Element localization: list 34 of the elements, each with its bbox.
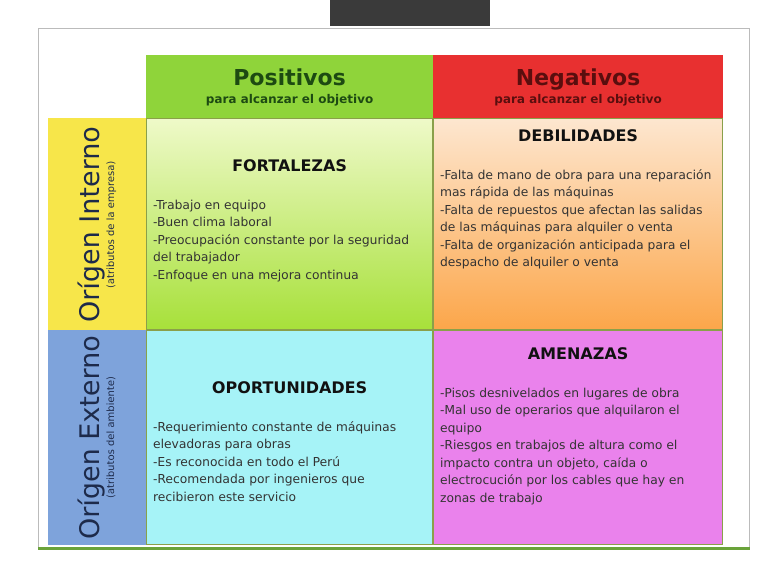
header-subtitle: (atributos de la empresa)	[106, 160, 118, 288]
quadrant-heading: AMENAZAS	[526, 345, 630, 362]
quadrant-panel	[146, 118, 433, 330]
list-item: -Recomendada por ingenieros que recibieron este servicio	[153, 471, 366, 506]
header-subtitle: para alcanzar el objetivo	[494, 92, 662, 107]
quadrant-heading: DEBILIDADES	[517, 127, 639, 144]
list-item: -Buen clima laboral	[153, 214, 273, 231]
list-item: -Requerimiento constante de máquinas elevadoras para obras	[153, 418, 398, 453]
header-subtitle: (atributos del ambiente)	[106, 376, 118, 498]
quadrant-panel	[146, 330, 433, 545]
header-title: Negativos	[516, 66, 640, 92]
column-header	[146, 55, 433, 118]
list-item: -Enfoque en una mejora continua	[153, 266, 360, 284]
quadrant-panel	[433, 330, 723, 545]
list-item: -Mal uso de operarios que alquilaron el equipo	[440, 402, 681, 436]
list-item: -Falta de repuestos que afectan las salidas de las máquinas para alquiler o venta	[440, 202, 704, 236]
list-item: -Preocupación constante por la seguridad del trabajador	[153, 232, 410, 266]
row-header	[48, 330, 146, 545]
list-item: -Falta de organización anticipada para el despacho de alquiler o venta	[440, 236, 692, 271]
quadrant-panel	[433, 118, 723, 330]
title-bar	[330, 0, 490, 26]
row-header	[48, 118, 146, 330]
list-item: -Riesgos en trabajos de altura como el impacto contra un objeto, caída o electrocución por los cables que hay en zonas de trabajo	[440, 437, 686, 506]
header-title: Orígen Interno	[76, 126, 106, 322]
list-item: -Falta de mano de obra para una reparación mas rápida de las máquinas	[440, 166, 712, 201]
list-item: -Es reconocida en todo el Perú	[153, 454, 342, 470]
quadrant-heading: FORTALEZAS	[231, 157, 348, 174]
header-subtitle: para alcanzar el objetivo	[206, 92, 374, 107]
quadrant-heading: OPORTUNIDADES	[210, 379, 368, 396]
header-title: Orígen Externo	[76, 336, 106, 540]
list-item: -Trabajo en equipo	[153, 196, 267, 214]
header-title: Positivos	[233, 66, 346, 92]
column-header	[433, 55, 723, 118]
list-item: -Pisos desnivelados en lugares de obra	[440, 384, 680, 402]
